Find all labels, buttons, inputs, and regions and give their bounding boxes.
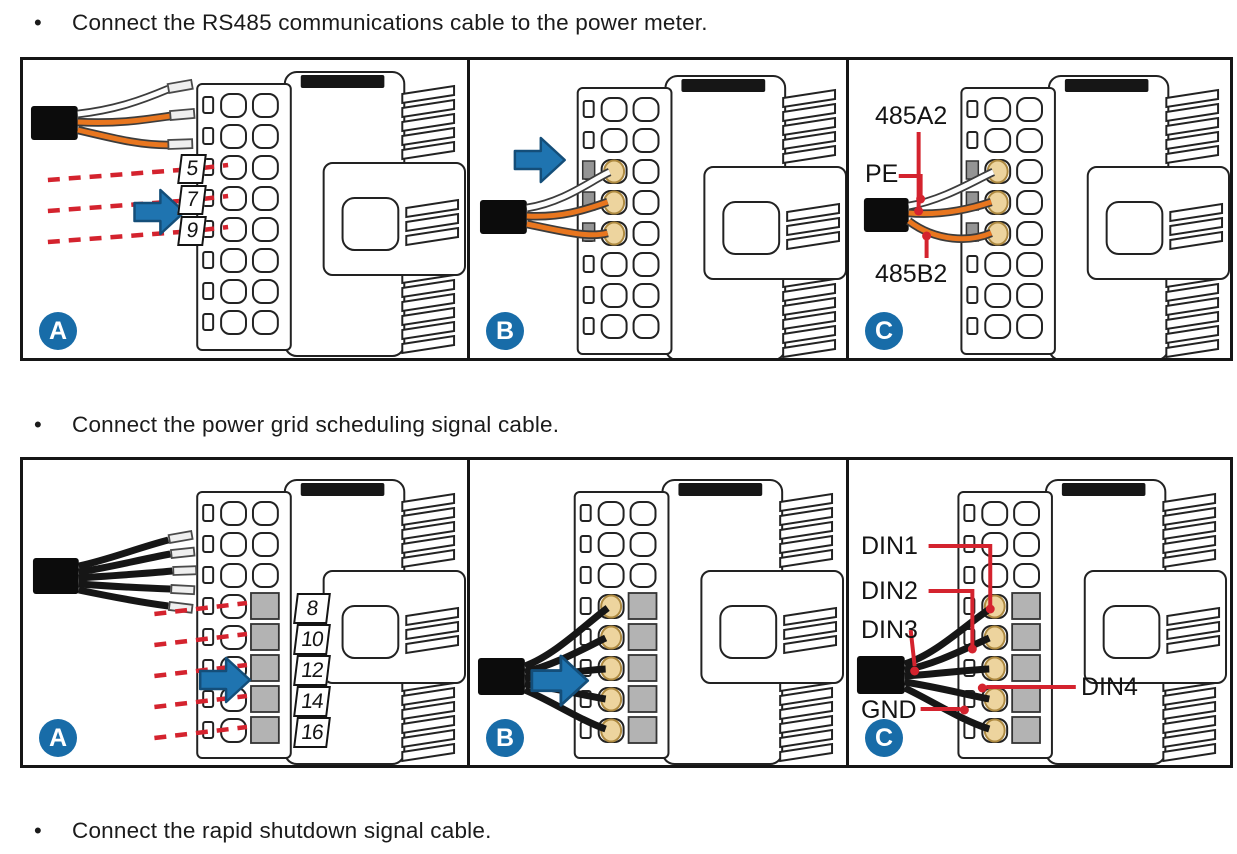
bullet-text: Connect the power grid scheduling signal… <box>72 412 560 437</box>
pin-label-7: 7 <box>177 185 207 215</box>
label-485b2: 485B2 <box>875 260 948 288</box>
rs485-wires-inserted <box>525 168 612 240</box>
figure-rs485-connection: 5 7 9 A B <box>20 57 1233 361</box>
pin-label-9: 9 <box>177 216 207 246</box>
bullet-dot: • <box>34 818 42 843</box>
step-badge-b: B <box>486 719 524 757</box>
bullet-dot: • <box>34 10 42 35</box>
label-pe: PE <box>865 160 899 188</box>
label-din2: DIN2 <box>861 577 918 605</box>
bullet-item-rapid-shutdown: • Connect the rapid shutdown signal cabl… <box>34 816 492 846</box>
rs485-panel-a-art <box>30 60 467 358</box>
bullet-dot: • <box>34 412 42 437</box>
bullet-text: Connect the RS485 communications cable t… <box>72 10 708 35</box>
figure-grid-scheduling-connection: 8 10 12 14 16 A <box>20 457 1233 768</box>
rs485-panel-c: 485A2 PE 485B2 C <box>846 60 1230 358</box>
bullet-item-grid-scheduling: • Connect the power grid scheduling sign… <box>34 410 559 440</box>
rs485-panel-b-art <box>479 60 846 358</box>
cable-plug <box>479 200 527 234</box>
wire-leader-lines <box>908 544 1076 715</box>
grid-panel-c-art <box>856 460 1230 765</box>
pin-label-14: 14 <box>293 686 331 717</box>
grid-panel-a-art <box>32 460 467 765</box>
step-badge-a: A <box>39 312 77 350</box>
pin-label-12: 12 <box>293 655 331 686</box>
grid-panel-a: 8 10 12 14 16 A <box>23 460 467 765</box>
cable-plug <box>30 106 78 140</box>
grid-panel-b-art <box>477 460 846 765</box>
cable-plug <box>32 558 79 594</box>
rs485-wires <box>76 78 196 150</box>
cable-plug <box>477 658 525 695</box>
bullet-item-rs485: • Connect the RS485 communications cable… <box>34 8 708 38</box>
rs485-panel-b: B <box>467 60 846 358</box>
signal-wires <box>78 530 198 614</box>
pin-label-5: 5 <box>177 154 207 184</box>
grid-panel-c: DIN1 DIN2 DIN3 GND DIN4 C <box>846 460 1230 765</box>
pin-label-8: 8 <box>293 593 331 624</box>
step-badge-c: C <box>865 312 903 350</box>
label-485a2: 485A2 <box>875 102 948 130</box>
grid-panel-b: B <box>467 460 846 765</box>
step-badge-b: B <box>486 312 524 350</box>
rs485-panel-c-art <box>863 60 1230 358</box>
wire-leader-lines <box>898 132 932 258</box>
label-din1: DIN1 <box>861 532 918 560</box>
cable-plug <box>856 656 905 694</box>
label-din3: DIN3 <box>861 616 918 644</box>
cable-plug <box>863 198 909 232</box>
step-badge-c: C <box>865 719 903 757</box>
rs485-panel-a: 5 7 9 A <box>23 60 467 358</box>
label-din4: DIN4 <box>1081 673 1138 701</box>
step-badge-a: A <box>39 719 77 757</box>
pin-label-10: 10 <box>293 624 331 655</box>
bullet-text: Connect the rapid shutdown signal cable. <box>72 818 492 843</box>
pin-label-16: 16 <box>293 717 331 748</box>
